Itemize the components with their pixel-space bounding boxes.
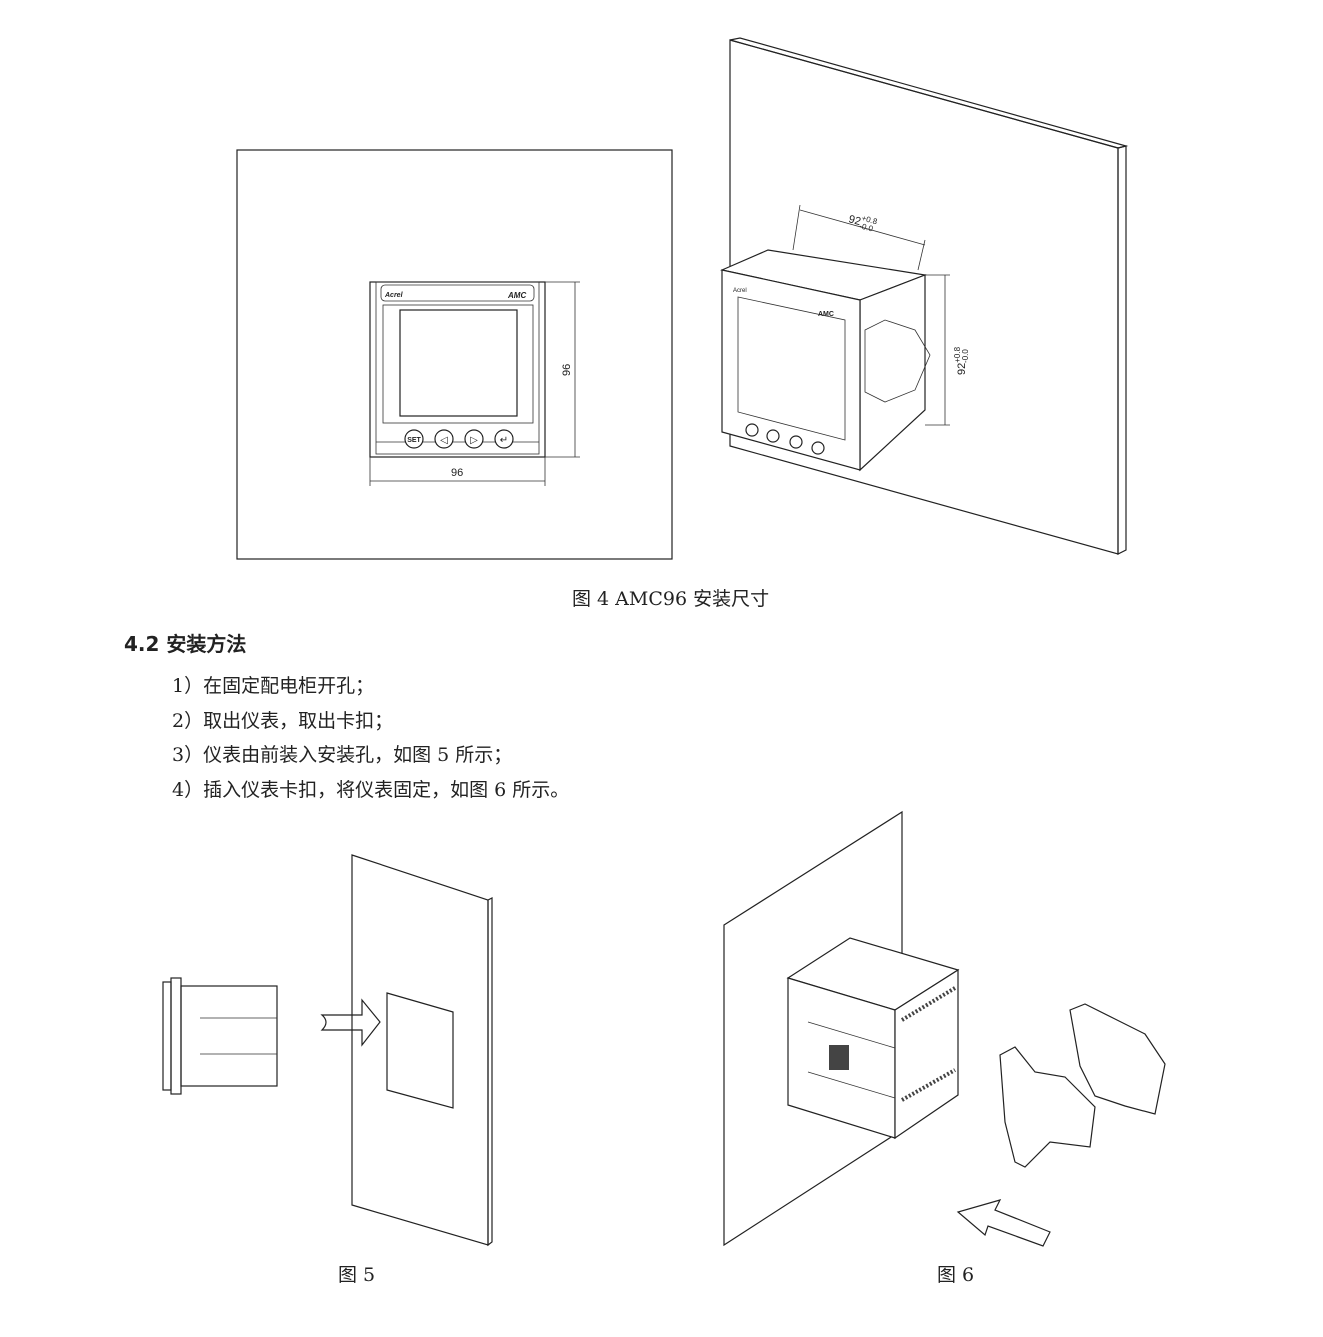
button-right bbox=[464, 429, 484, 449]
meter-front bbox=[721, 269, 861, 471]
cutout-height-dimension: 92+0.8-0.0 bbox=[953, 346, 970, 375]
width-dimension: 96 bbox=[451, 467, 463, 479]
height-dimension: 96 bbox=[561, 364, 573, 376]
mounting-clip bbox=[999, 1046, 1096, 1168]
mounting-clip bbox=[864, 319, 931, 403]
brand-strip bbox=[380, 284, 535, 302]
display-window bbox=[382, 304, 534, 424]
step-item: 3）仪表由前装入安装孔，如图 5 所示； bbox=[172, 744, 513, 766]
arrow-icon bbox=[956, 1199, 1051, 1247]
button-left bbox=[434, 429, 454, 449]
button-right-label: ▷ bbox=[470, 435, 478, 446]
step-item: 2）取出仪表，取出卡扣； bbox=[172, 710, 394, 732]
figure4-caption: 图 4 AMC96 安装尺寸 bbox=[572, 588, 770, 610]
button-left-label: ◁ bbox=[440, 435, 448, 446]
brand-logo: Acrel bbox=[733, 288, 747, 294]
display-screen bbox=[399, 309, 518, 417]
figure6-drawing bbox=[723, 810, 1166, 1247]
panel bbox=[351, 854, 489, 1246]
step-item: 4）插入仪表卡扣，将仪表固定，如图 6 所示。 bbox=[172, 779, 570, 801]
figure4-front-view: Acrel AMC SET ◁ ▷ ↵ 96 96 bbox=[236, 149, 673, 560]
button-set-label: SET bbox=[407, 437, 421, 444]
meter-side bbox=[170, 977, 182, 1095]
button-enter bbox=[494, 429, 514, 449]
mounting-clip bbox=[1069, 1003, 1166, 1115]
arrow-icon bbox=[320, 998, 381, 1047]
figure4-perspective-view: Acrel AMC 92+0.8-0.0 92+0.8-0.0 bbox=[720, 37, 1129, 555]
meter-bezel bbox=[369, 281, 546, 458]
figure6-caption: 图 6 bbox=[937, 1264, 975, 1286]
cutout-hole bbox=[386, 992, 454, 1109]
figure5-caption: 图 5 bbox=[338, 1264, 376, 1286]
button-enter-label: ↵ bbox=[500, 435, 508, 446]
figure5-drawing bbox=[162, 854, 493, 1247]
model-logo: AMC bbox=[818, 311, 834, 318]
front-view-frame bbox=[236, 149, 673, 560]
step-item: 1）在固定配电柜开孔； bbox=[172, 675, 375, 697]
vent-grille bbox=[829, 1045, 849, 1070]
section-heading: 4.2 安装方法 bbox=[124, 632, 247, 656]
meter-screen bbox=[737, 296, 846, 441]
model-logo: AMC bbox=[507, 291, 526, 300]
cutout-width-dimension: 92+0.8-0.0 bbox=[847, 210, 879, 234]
button-set bbox=[404, 429, 424, 449]
brand-logo: Acrel bbox=[384, 292, 404, 299]
